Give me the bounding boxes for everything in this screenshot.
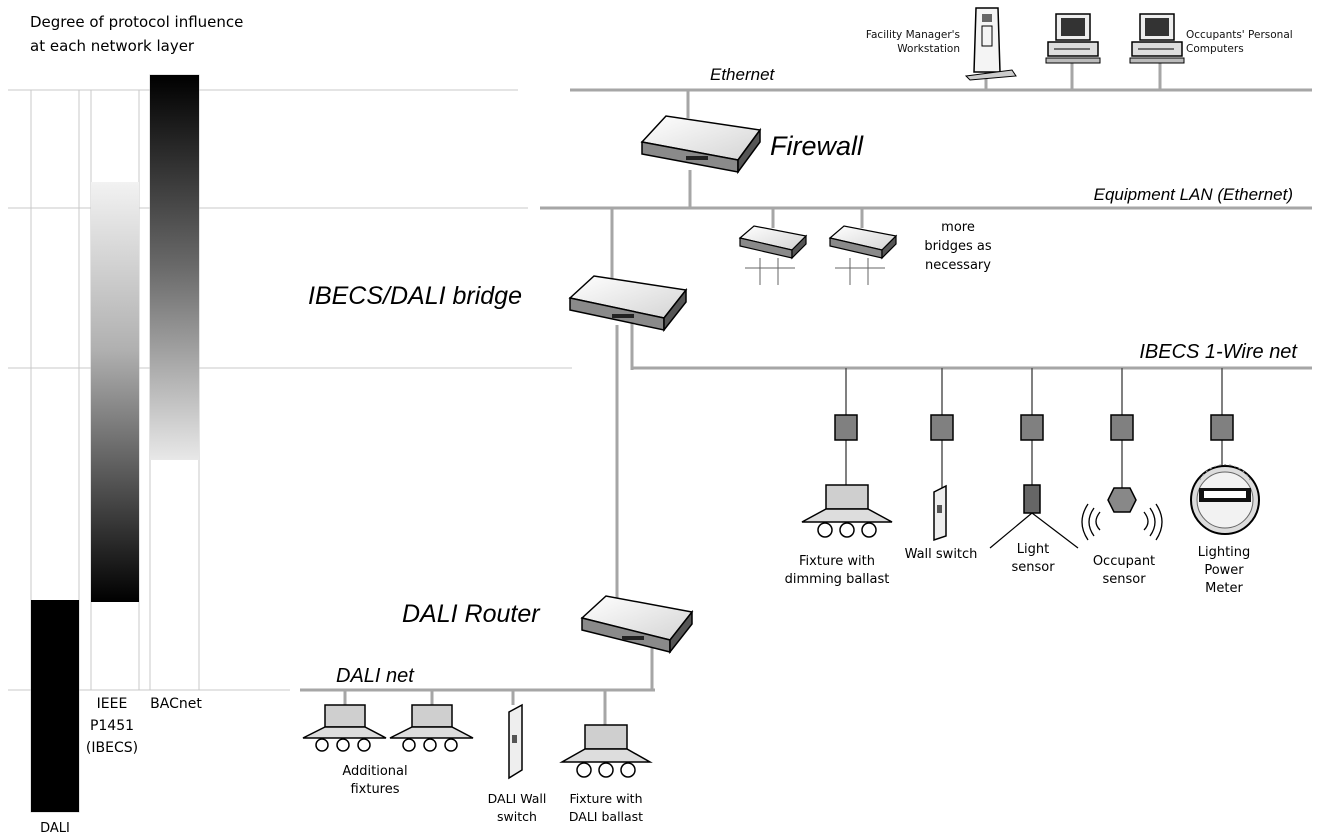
bridge-device-small-1 xyxy=(738,225,808,285)
dali-wall-switch-line1: DALI Wall xyxy=(488,791,547,806)
device-label-wall-switch: Wall switch xyxy=(905,547,978,562)
equipment-lan-label: Equipment LAN (Ethernet) xyxy=(1094,185,1293,204)
onewire-label: IBECS 1-Wire net xyxy=(1139,341,1298,363)
protocol-influence-legend: Degree of protocol influence at each net… xyxy=(8,13,572,836)
more-bridges-line3: necessary xyxy=(925,258,991,273)
more-bridges-line1: more xyxy=(941,220,975,235)
device-label-meter-line2: Power xyxy=(1204,563,1244,578)
additional-fixture-icon-1 xyxy=(302,704,387,752)
dali-ballast-fixture-icon xyxy=(559,724,653,778)
ieee-influence-bar xyxy=(91,182,139,602)
facility-manager-label-line2: Workstation xyxy=(897,43,960,55)
additional-fixture-icon-2 xyxy=(389,704,474,752)
dali-net-label: DALI net xyxy=(336,665,415,687)
onewire-node xyxy=(1210,414,1234,441)
ieee-column-label-line1: IEEE xyxy=(97,696,128,712)
facility-manager-label-line1: Facility Manager's xyxy=(866,29,960,41)
device-drops xyxy=(845,368,1223,488)
device-label-dimming-line2: dimming ballast xyxy=(785,572,890,587)
onewire-nodes xyxy=(834,414,1234,441)
device-label-meter-line1: Lighting xyxy=(1198,545,1251,560)
network-wires xyxy=(300,60,1312,725)
ieee-column-label-line3: (IBECS) xyxy=(86,740,138,756)
occupants-label-line1: Occupants' Personal xyxy=(1186,29,1293,41)
occupants-label-line2: Computers xyxy=(1186,43,1244,55)
ethernet-label: Ethernet xyxy=(710,65,776,84)
firewall-device xyxy=(640,115,762,175)
firewall-label: Firewall xyxy=(770,131,864,161)
router-label: DALI Router xyxy=(402,600,541,628)
additional-fixtures-line2: fixtures xyxy=(350,782,399,797)
power-meter-icon xyxy=(1190,464,1260,535)
facility-workstation-icon xyxy=(964,7,1017,81)
dali-column-label: DALI xyxy=(40,821,70,836)
light-sensor-icon xyxy=(989,484,1079,549)
onewire-node xyxy=(1110,414,1134,441)
occupant-sensor-icon xyxy=(1081,487,1163,541)
dali-influence-bar xyxy=(31,600,79,812)
legend-title-line1: Degree of protocol influence xyxy=(30,13,243,31)
dali-wall-switch-line2: switch xyxy=(497,809,537,824)
device-label-light-sensor-line2: sensor xyxy=(1011,560,1055,575)
dali-ballast-line1: Fixture with xyxy=(569,791,642,806)
bacnet-column-label: BACnet xyxy=(150,696,202,712)
bridge-device-small-2 xyxy=(828,225,898,285)
device-label-meter-line3: Meter xyxy=(1205,581,1243,596)
onewire-node xyxy=(1020,414,1044,441)
bridge-label: IBECS/DALI bridge xyxy=(308,282,522,310)
dali-ballast-line2: DALI ballast xyxy=(569,809,643,824)
additional-fixtures-line1: Additional xyxy=(342,764,407,779)
device-label-occupant-line2: sensor xyxy=(1102,572,1146,587)
onewire-node xyxy=(834,414,858,441)
onewire-node xyxy=(930,414,954,441)
ieee-column-label-line2: P1451 xyxy=(90,718,134,734)
dimming-fixture-icon xyxy=(801,484,893,538)
occupant-pc-icon-2 xyxy=(1129,13,1185,64)
ibecs-dali-bridge-device xyxy=(568,275,688,333)
device-label-occupant-line1: Occupant xyxy=(1093,554,1155,569)
bacnet-influence-bar xyxy=(150,75,199,460)
legend-title-line2: at each network layer xyxy=(30,37,195,55)
occupant-pc-icon-1 xyxy=(1045,13,1101,64)
device-label-dimming-line1: Fixture with xyxy=(799,554,875,569)
dali-router-device xyxy=(580,595,694,655)
device-label-light-sensor-line1: Light xyxy=(1017,542,1049,557)
dali-wall-switch-icon xyxy=(508,703,523,780)
more-bridges-line2: bridges as xyxy=(924,239,992,254)
wall-switch-icon xyxy=(933,484,947,542)
